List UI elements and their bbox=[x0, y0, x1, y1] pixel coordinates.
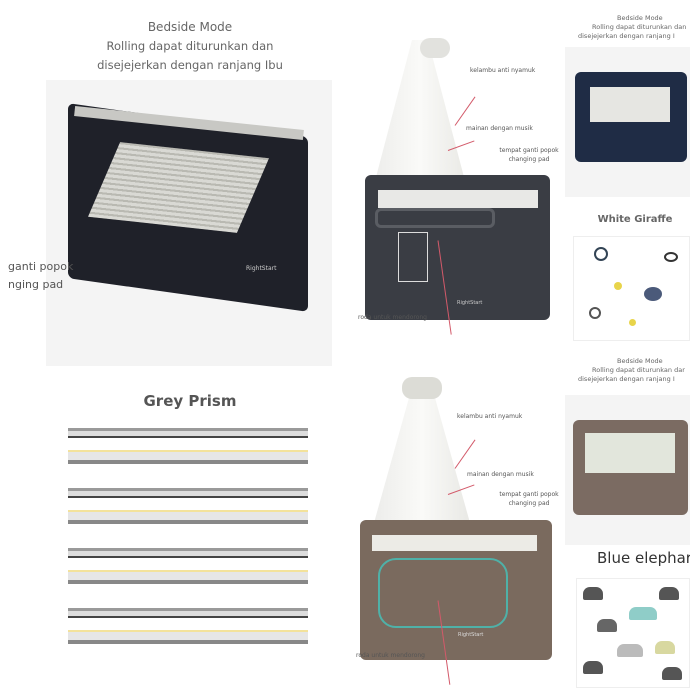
bedside-subtitle-1: Rolling dapat diturunkan dan bbox=[592, 23, 687, 31]
label-wheels: roda untuk mendorong bbox=[356, 652, 425, 659]
bedside-crib-image bbox=[565, 47, 690, 197]
bedside-subtitle-1: Rolling dapat diturunkan dar bbox=[592, 366, 685, 374]
brand-logo: RightStart bbox=[458, 632, 484, 638]
label-changing-pad: tempat ganti popok changing pad bbox=[499, 491, 559, 507]
white-giraffe-pattern bbox=[573, 236, 690, 341]
bedside-subtitle-2: disejejerkan dengan ranjang I bbox=[578, 375, 675, 383]
label-music-toy: mainan dengan musik bbox=[467, 471, 534, 478]
label-wheels: roda untuk mendorong bbox=[358, 314, 427, 321]
label-music-toy: mainan dengan musik bbox=[466, 125, 533, 132]
pattern-name: Blue elephar bbox=[597, 549, 690, 567]
bedside-crib-image bbox=[565, 395, 690, 545]
grey-prism-pattern bbox=[68, 420, 308, 662]
brand-logo: RightStart bbox=[457, 300, 483, 306]
bedside-subtitle-1: Rolling dapat diturunkan dan bbox=[106, 39, 274, 53]
bedside-subtitle-2: disejejerkan dengan ranjang I bbox=[578, 32, 675, 40]
bedside-mode-title: Bedside Mode bbox=[617, 14, 663, 22]
bedside-subtitle-2: disejejerkan dengan ranjang Ibu bbox=[97, 58, 283, 72]
bedside-crib-image: RightStart bbox=[46, 80, 332, 366]
blue-elephant-pattern bbox=[576, 578, 690, 688]
brand-logo: RightStart bbox=[246, 265, 277, 272]
label-mosquito-net: kelambu anti nyamuk bbox=[457, 413, 523, 420]
side-label-1: ganti popok bbox=[8, 260, 74, 273]
label-mosquito-net: kelambu anti nyamuk bbox=[470, 67, 536, 74]
pattern-name: White Giraffe bbox=[597, 214, 673, 225]
bedside-mode-title: Bedside Mode bbox=[147, 20, 233, 34]
side-label-2: nging pad bbox=[8, 278, 64, 291]
bedside-mode-title: Bedside Mode bbox=[617, 357, 663, 365]
pattern-name: Grey Prism bbox=[143, 392, 237, 410]
mosquito-net-canopy bbox=[372, 380, 472, 530]
label-changing-pad: tempat ganti popok changing pad bbox=[499, 147, 559, 163]
